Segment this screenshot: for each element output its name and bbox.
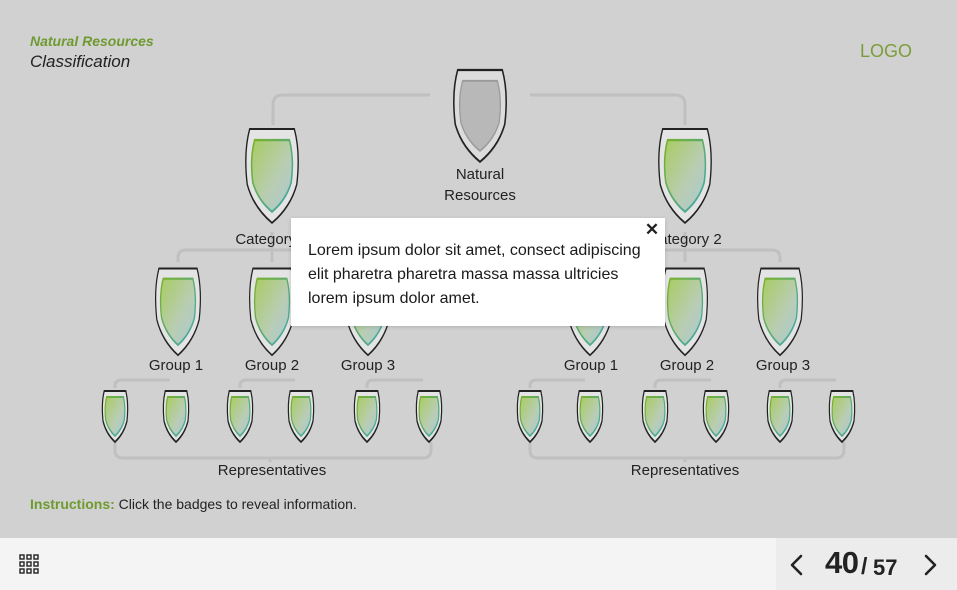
- representatives-left-label: Representatives: [217, 462, 327, 479]
- popup-text: Lorem ipsum dolor sit amet, consect adip…: [308, 242, 641, 307]
- instructions-text: Click the badges to reveal information.: [114, 496, 357, 512]
- representative-badge[interactable]: [226, 390, 254, 443]
- representative-badge[interactable]: [101, 390, 129, 443]
- hierarchy-diagram: [101, 68, 856, 462]
- total-pages: 57: [873, 555, 898, 580]
- representatives-right-label: Representatives: [630, 462, 740, 479]
- group-1-left-label: Group 1: [148, 357, 204, 374]
- group-2-left-badge[interactable]: [248, 267, 296, 357]
- logo: LOGO: [859, 41, 912, 61]
- root-badge[interactable]: [452, 68, 508, 163]
- group-2-left-label: Group 2: [244, 357, 300, 374]
- slide-title: Classification: [30, 52, 131, 71]
- group-2-right-label: Group 2: [659, 357, 715, 374]
- group-2-right-badge[interactable]: [661, 267, 709, 357]
- group-3-right-label: Group 3: [755, 357, 811, 374]
- representative-badge[interactable]: [415, 390, 443, 443]
- info-popup: Lorem ipsum dolor sit amet, consect adip…: [291, 218, 665, 326]
- representative-badge[interactable]: [162, 390, 190, 443]
- prev-page-icon[interactable]: [788, 553, 806, 577]
- slide-stage: Natural Resources Classification LOGO Na…: [30, 33, 912, 512]
- group-3-right-badge[interactable]: [756, 267, 804, 357]
- grid-menu-icon[interactable]: [19, 554, 39, 574]
- category-1-badge[interactable]: [244, 127, 300, 224]
- category-2-badge[interactable]: [657, 127, 713, 224]
- page-separator: /: [861, 553, 868, 579]
- page-navigation: [776, 538, 957, 590]
- category-2-label: Category 2: [648, 231, 722, 248]
- root-label-line1: Natural: [455, 166, 505, 183]
- group-1-right-label: Group 1: [563, 357, 619, 374]
- representative-badge[interactable]: [576, 390, 604, 443]
- representative-badge[interactable]: [766, 390, 794, 443]
- close-icon[interactable]: ✕: [644, 220, 660, 239]
- representative-badge[interactable]: [516, 390, 544, 443]
- representative-badge[interactable]: [287, 390, 315, 443]
- representative-badge[interactable]: [353, 390, 381, 443]
- representative-badge[interactable]: [702, 390, 730, 443]
- group-1-left-badge[interactable]: [154, 267, 202, 357]
- course-title: Natural Resources: [30, 33, 154, 49]
- category-1-label: Category 1: [235, 231, 309, 248]
- representative-badge[interactable]: [828, 390, 856, 443]
- next-page-icon[interactable]: [921, 553, 939, 577]
- instructions-label: Instructions:: [30, 496, 115, 512]
- representative-badge[interactable]: [641, 390, 669, 443]
- instructions: Instructions: Click the badges to reveal…: [30, 496, 357, 512]
- connector-lines: [113, 93, 846, 462]
- root-label-line2: Resources: [444, 187, 516, 204]
- current-page-number: 40: [825, 545, 859, 580]
- group-3-left-label: Group 3: [340, 357, 396, 374]
